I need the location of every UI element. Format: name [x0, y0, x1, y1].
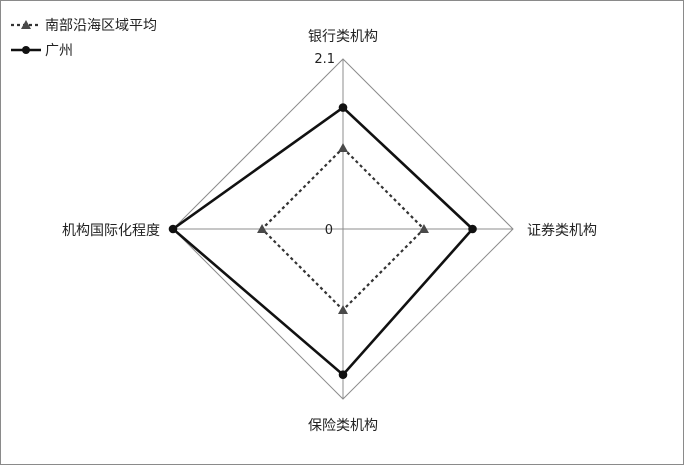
- radar-series: [168, 103, 477, 380]
- series-line: [170, 105, 475, 377]
- axis-label: 机构国际化程度: [62, 223, 160, 239]
- legend-marker-triangle: [21, 20, 31, 29]
- series-1: [168, 103, 477, 380]
- legend-label: 广州: [45, 43, 73, 59]
- legend-label: 南部沿海区域平均: [45, 18, 157, 34]
- data-point-triangle: [257, 224, 268, 233]
- axis-label: 保险类机构: [308, 418, 378, 434]
- series-0: [257, 143, 429, 314]
- axis-label: 银行类机构: [308, 29, 378, 45]
- data-point-triangle: [418, 224, 429, 233]
- data-point-circle: [468, 224, 477, 234]
- legend-item-0: 南部沿海区域平均: [11, 18, 157, 34]
- axis-label: 证券类机构: [527, 223, 597, 239]
- tick-label-min: 0: [325, 223, 333, 238]
- tick-label-max: 2.1: [314, 52, 335, 67]
- legend-marker-circle: [22, 46, 30, 54]
- data-point-circle: [338, 370, 348, 380]
- data-point-circle: [168, 224, 178, 234]
- data-point-triangle: [338, 143, 348, 153]
- data-point-triangle: [338, 304, 348, 314]
- legend-item-1: 广州: [11, 43, 73, 59]
- radar-grid: [172, 58, 514, 400]
- data-point-circle: [338, 103, 348, 112]
